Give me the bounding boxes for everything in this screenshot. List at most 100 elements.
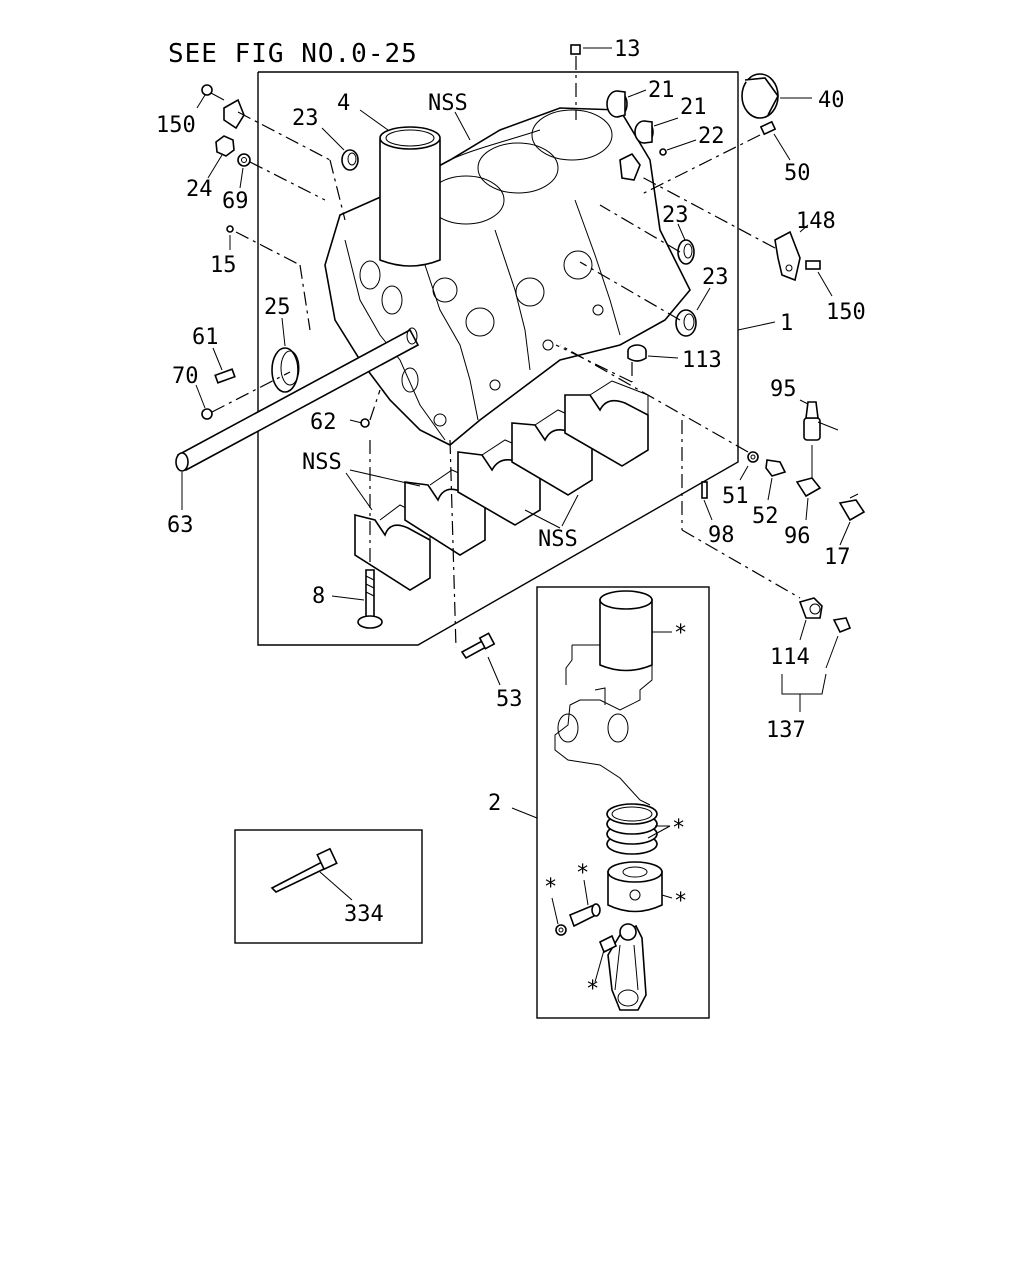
centerline-50 (639, 134, 761, 196)
centerline-148 (639, 175, 776, 249)
callout-61: 61 (192, 325, 219, 350)
callout-148: 148 (796, 209, 836, 234)
callout-22: 22 (698, 124, 725, 149)
leader-98 (703, 499, 713, 521)
leader-nss-c1 (524, 509, 561, 529)
pin-50 (759, 120, 777, 136)
plug-15 (226, 225, 234, 233)
leader-1 (737, 321, 776, 331)
plug-113 (627, 344, 647, 362)
leader-2 (511, 807, 538, 819)
bearing-cap-5 (564, 380, 649, 467)
callout-96: 96 (784, 524, 811, 549)
callout-63: 63 (167, 513, 194, 538)
leader-17 (839, 521, 851, 546)
leader-148 (799, 224, 809, 233)
callout-21b: 21 (680, 95, 707, 120)
cap-21-b (634, 120, 654, 144)
cable-tie (270, 847, 338, 893)
centerline-62 (369, 389, 381, 421)
pin-98 (701, 481, 708, 499)
bolt-150-b (805, 260, 821, 270)
switch-17 (838, 493, 866, 522)
bracket-148 (774, 230, 801, 282)
callout-17: 17 (824, 545, 851, 570)
callout-51: 51 (722, 484, 749, 509)
centerline-53 (449, 439, 457, 649)
kit-block-fragment (554, 644, 653, 806)
leader-23c (696, 287, 711, 311)
callout-40: 40 (818, 88, 845, 113)
callout-21a: 21 (648, 78, 675, 103)
plug-62 (360, 418, 370, 428)
callout-69: 69 (222, 189, 249, 214)
leader-pin (583, 879, 589, 906)
callout-23c: 23 (702, 265, 729, 290)
bolt-150-a (201, 84, 225, 101)
centerline-23c (579, 261, 681, 321)
leader-51 (739, 465, 749, 481)
seal-23-a (341, 149, 359, 171)
kit-star-rod: * (586, 977, 599, 1002)
leader-50 (773, 133, 791, 161)
reference-title: SEE FIG NO.0-25 (168, 39, 418, 69)
callout-50: 50 (784, 161, 811, 186)
leader-22 (666, 139, 697, 151)
leader-snap (551, 897, 559, 925)
leader-4 (359, 109, 389, 131)
piston-pin (568, 903, 601, 928)
leader-21a (627, 89, 647, 98)
centerline-70 (211, 371, 291, 413)
washer-69 (237, 153, 251, 167)
centerline-23b (599, 204, 681, 253)
nut-24 (215, 135, 235, 157)
piston-kit-box (536, 586, 710, 1019)
leader-334 (319, 871, 353, 901)
callout-23a: 23 (292, 106, 319, 131)
callout-53: 53 (496, 687, 523, 712)
fitting-52 (765, 459, 787, 477)
oil-pipe (175, 327, 420, 472)
plug-114 (798, 597, 823, 619)
callout-113: 113 (682, 348, 722, 373)
leader-114 (799, 619, 807, 641)
callout-150b: 150 (826, 300, 866, 325)
bolt-small (832, 617, 852, 634)
connecting-rod (598, 923, 647, 1011)
callout-13: 13 (614, 37, 641, 62)
bolt-53 (460, 632, 496, 660)
leader-nss-b1 (345, 472, 373, 511)
callout-nss-c: NSS (538, 527, 578, 552)
kit-liner (599, 590, 653, 672)
leader-8 (331, 595, 365, 601)
pin-61 (214, 368, 236, 384)
leader-52 (767, 477, 773, 501)
leader-24 (207, 154, 223, 179)
callout-95: 95 (770, 377, 797, 402)
kit-star-piston: * (674, 889, 687, 914)
piston-rings (606, 803, 658, 855)
bracket-137 (781, 673, 827, 695)
kit-star-snap: * (544, 875, 557, 900)
callout-23b: 23 (662, 203, 689, 228)
seal-23-b (677, 239, 695, 265)
leader-113 (647, 355, 679, 359)
leader-95 (799, 399, 809, 405)
callout-nss-a: NSS (428, 91, 468, 116)
leader-70 (195, 384, 206, 409)
washer-51 (747, 451, 759, 463)
piston (607, 861, 663, 913)
leader-nss-a (454, 111, 471, 141)
callout-15: 15 (210, 253, 237, 278)
plug-22 (659, 148, 667, 156)
callout-1: 1 (780, 311, 793, 336)
callout-nss-b: NSS (302, 450, 342, 475)
leader-62 (349, 419, 363, 424)
fitting-96 (795, 477, 822, 498)
centerline-114-b (681, 529, 801, 599)
cap-21-a (606, 90, 628, 118)
leader-rings-b (647, 825, 671, 839)
callout-137: 137 (766, 718, 806, 743)
